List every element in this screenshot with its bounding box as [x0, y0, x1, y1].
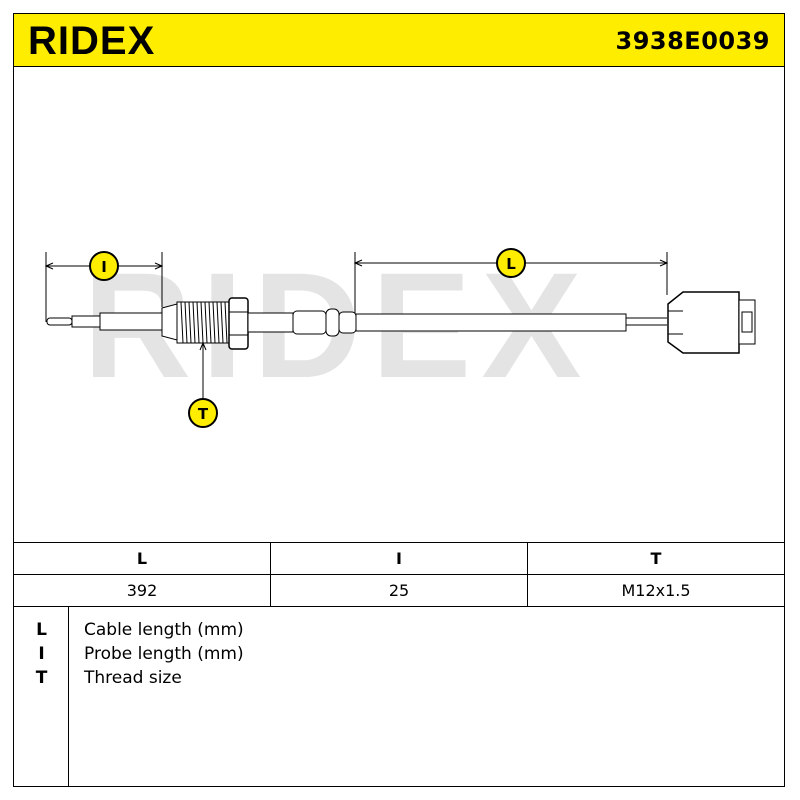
dim-l-arrow-right	[659, 259, 669, 267]
callout-l-label: L	[506, 255, 516, 273]
table-header-row: L I T	[13, 542, 785, 575]
probe-sheath	[99, 312, 163, 331]
crimp-sleeve-2	[338, 311, 357, 334]
dim-i-arrow-left	[44, 262, 54, 270]
callout-t-label: T	[198, 405, 209, 423]
legend: L I T Cable length (mm) Probe length (mm…	[13, 606, 785, 787]
legend-key: L	[36, 620, 47, 640]
table-cell: 392	[13, 574, 271, 607]
table-row: 392 25 M12x1.5	[13, 574, 785, 607]
connector-pins	[741, 311, 753, 333]
dim-i-arrow-right	[154, 262, 164, 270]
legend-key: T	[35, 668, 48, 688]
callout-t-circle	[188, 398, 218, 428]
sensor-body	[247, 312, 294, 333]
callout-i-label: I	[101, 258, 107, 276]
callout-l-circle	[496, 248, 526, 278]
logo-text: RIDEX	[28, 20, 155, 60]
thread-lines	[180, 301, 228, 344]
crimp-sleeve-1	[292, 310, 327, 335]
legend-description: Cable length (mm)	[84, 620, 244, 640]
table-cell: M12x1.5	[527, 574, 785, 607]
crimp-collar	[325, 308, 340, 337]
legend-description: Thread size	[84, 668, 182, 688]
dim-t-arrow	[199, 341, 207, 351]
legend-description: Probe length (mm)	[84, 644, 244, 664]
part-number: 3938E0039	[615, 27, 770, 55]
probe-tip	[46, 317, 73, 326]
probe-rod	[71, 315, 101, 328]
table-header-cell: L	[13, 542, 271, 575]
legend-key: I	[38, 644, 45, 664]
table-header-cell: I	[270, 542, 528, 575]
legend-keys-column: L I T	[14, 606, 69, 786]
technical-drawing: RIDEX I L	[44, 241, 756, 428]
hex-nut	[228, 297, 249, 350]
callout-i-circle	[89, 251, 119, 281]
connector-housing	[667, 291, 740, 354]
dim-l-arrow-left	[353, 259, 363, 267]
header-bar	[13, 13, 785, 67]
cable	[355, 313, 627, 332]
ridex-logo: RIDEX	[28, 20, 155, 60]
table-cell: 25	[270, 574, 528, 607]
probe-shoulder	[161, 303, 178, 341]
table-header-cell: T	[527, 542, 785, 575]
dimensions-table: L I T 392 25 M12x1.5	[13, 542, 785, 607]
